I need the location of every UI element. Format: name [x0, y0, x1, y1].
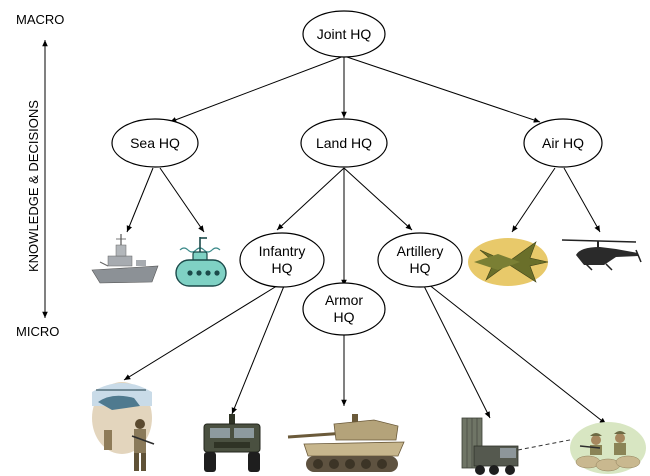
edges: [123, 55, 607, 425]
node-joint-hq: Joint HQ: [302, 10, 386, 58]
scale-top-label: MACRO: [16, 12, 64, 27]
node-artillery-label-line1: Artillery: [397, 243, 444, 259]
node-infantry-label-line1: Infantry: [259, 243, 306, 259]
edge-land-infantry: [276, 167, 345, 231]
fighter-jet-icon: [468, 238, 549, 286]
edge-sea-submarine: [159, 167, 205, 233]
warship-icon: [91, 234, 159, 284]
edge-air-helicopter: [563, 167, 601, 233]
node-sea-hq: Sea HQ: [111, 118, 199, 168]
submarine-icon: [175, 237, 227, 287]
edge-infantry-humvee: [231, 285, 285, 415]
scale-bottom-label: MICRO: [16, 324, 59, 339]
edge-air-jet: [511, 167, 556, 233]
node-land-hq: Land HQ: [300, 118, 388, 168]
edge-joint-air: [343, 55, 541, 123]
edge-infantry-soldier: [123, 283, 281, 381]
edge-land-artillery: [343, 167, 413, 231]
humvee-icon: [203, 414, 261, 472]
attack-helicopter-icon: [561, 239, 642, 271]
node-armor-label-line2: HQ: [334, 309, 355, 325]
soldiers-in-sandbag-position-icon: [570, 422, 646, 474]
soldier-with-helicopter-icon: [92, 382, 155, 471]
node-armor-label-line1: Armor: [325, 292, 363, 308]
node-land-label: Land HQ: [316, 135, 372, 151]
node-sea-label: Sea HQ: [130, 135, 180, 151]
node-artillery-hq: Artillery HQ: [377, 232, 463, 288]
node-joint-label: Joint HQ: [317, 26, 372, 42]
edge-joint-sea: [169, 55, 345, 123]
node-air-hq: Air HQ: [523, 118, 603, 168]
edge-artillery-launcher: [422, 283, 491, 419]
missile-launcher-truck-icon: [461, 417, 581, 475]
node-armor-hq: Armor HQ: [302, 282, 386, 336]
node-artillery-label-line2: HQ: [410, 260, 431, 276]
scale-axis-label: KNOWLEDGE & DECISIONS: [26, 100, 41, 272]
node-air-label: Air HQ: [542, 135, 584, 151]
edge-artillery-soldiers: [427, 283, 607, 425]
tank-icon: [287, 414, 405, 472]
node-infantry-label-line2: HQ: [272, 260, 293, 276]
edge-sea-warship: [126, 167, 154, 233]
node-infantry-hq: Infantry HQ: [239, 232, 325, 288]
